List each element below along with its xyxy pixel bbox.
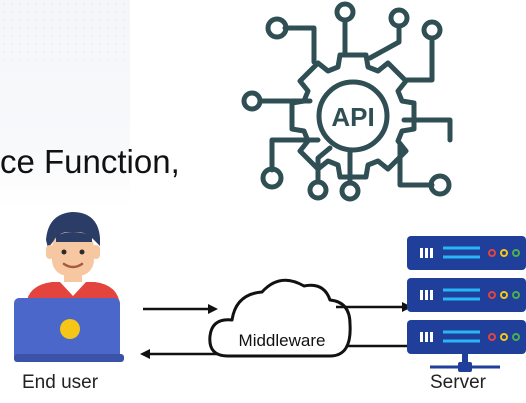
end-user-icon [14, 212, 124, 362]
response-arrow [140, 349, 222, 359]
middleware-label: Middleware [239, 331, 326, 350]
request-arrow [143, 304, 218, 314]
slide-heading: ce Function, [0, 143, 180, 180]
api-gear-icon [241, 1, 453, 202]
server-label: Server [430, 372, 486, 393]
background-pattern [0, 0, 130, 60]
middleware-cloud-icon [208, 278, 352, 358]
server-rack-icon [407, 236, 526, 372]
api-icon-label: API [331, 102, 374, 132]
end-user-label: End user [22, 372, 99, 393]
